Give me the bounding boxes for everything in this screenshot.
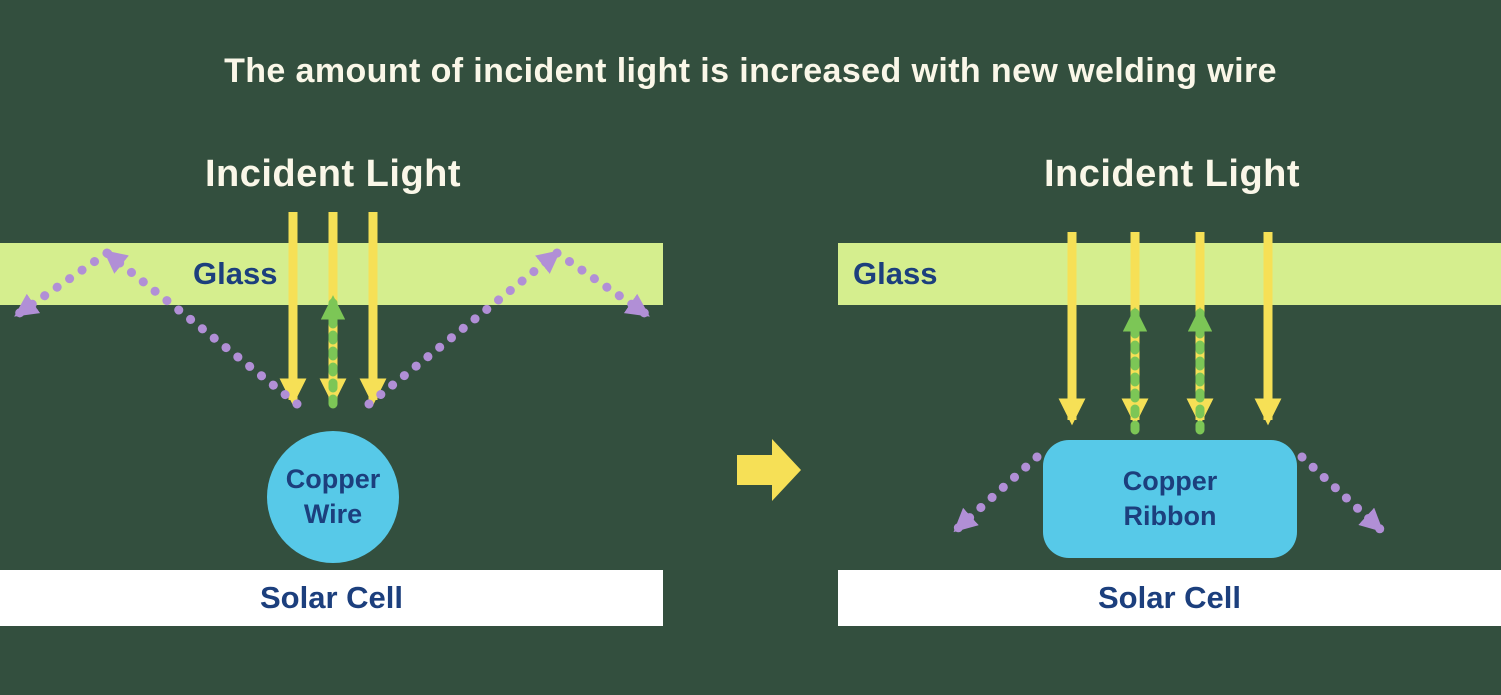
solar-cell-left: Solar Cell	[0, 570, 663, 626]
incident-light-heading-left: Incident Light	[204, 153, 462, 195]
incident-rays-left	[279, 212, 387, 406]
glass-layer-left: Glass	[0, 243, 663, 305]
glass-layer-right: Glass	[838, 243, 1501, 305]
glass-label-right: Glass	[853, 256, 938, 291]
solar-cell-right: Solar Cell	[838, 570, 1501, 626]
copper-wire-label: Copper Wire	[285, 463, 381, 529]
copper-wire-shape: Copper Wire	[267, 431, 399, 563]
copper-ribbon-shape: Copper Ribbon	[1043, 440, 1297, 558]
solar-cell-label-left: Solar Cell	[260, 580, 403, 615]
recovered-rays-right	[1122, 307, 1213, 435]
incident-light-heading-right: Incident Light	[1043, 153, 1301, 195]
diagram-title: The amount of incident light is increase…	[224, 52, 1277, 90]
glass-label-left: Glass	[193, 256, 278, 291]
lost-ray-icon	[1297, 452, 1385, 534]
lost-ray-icon	[952, 452, 1042, 534]
transition-arrow-icon	[737, 439, 801, 501]
solar-cell-label-right: Solar Cell	[1098, 580, 1241, 615]
copper-ribbon-label: Copper Ribbon	[1122, 465, 1218, 531]
